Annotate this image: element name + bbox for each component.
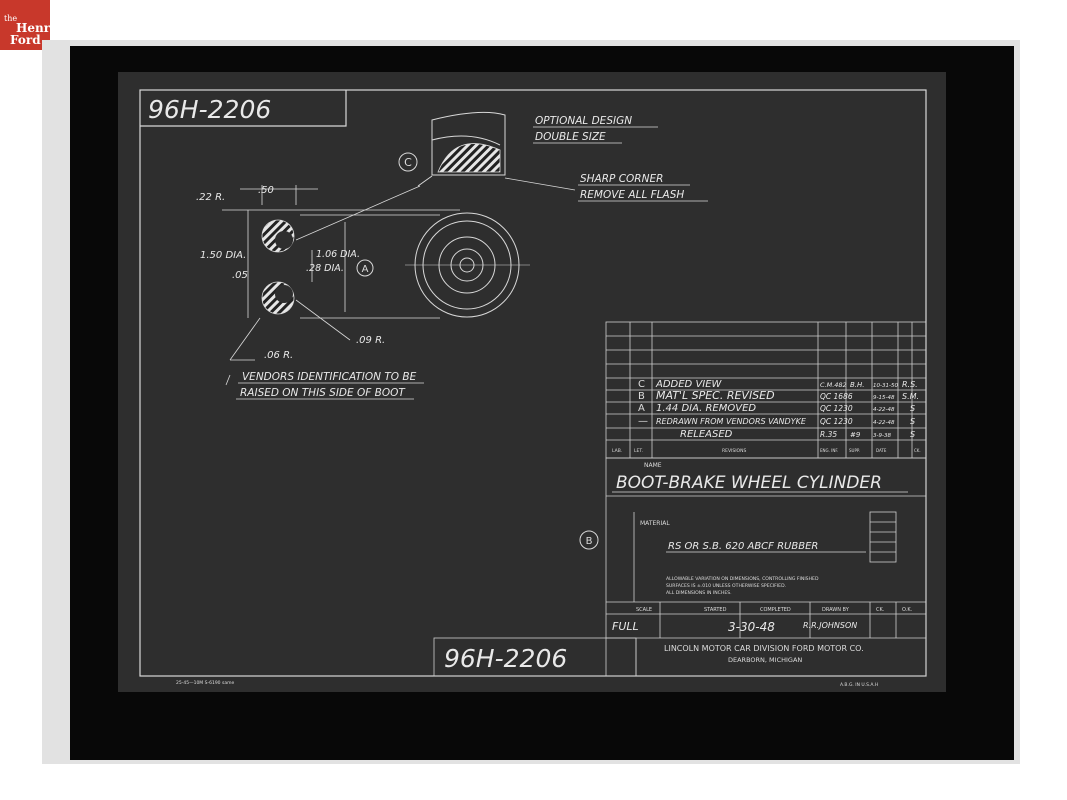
- note-sharp-line1: SHARP CORNER: [580, 173, 663, 185]
- rev-letter-0: C: [638, 379, 645, 390]
- hdr-ck: CK.: [914, 448, 921, 453]
- bottom-small-left: 25-45—10M S-6190 same: [176, 680, 234, 686]
- rev-by-0: R.S.: [902, 380, 918, 389]
- rev-init-4: #9: [850, 431, 861, 439]
- callout-c: C: [404, 156, 412, 169]
- callout-a: A: [362, 264, 369, 275]
- logo-the: the: [4, 14, 18, 23]
- company-line1: LINCOLN MOTOR CAR DIVISION FORD MOTOR CO…: [664, 644, 864, 653]
- started-label: STARTED: [704, 607, 727, 613]
- section-view: [222, 185, 460, 386]
- ck-label: CK.: [876, 607, 885, 613]
- dim-09r: .09 R.: [356, 335, 385, 346]
- dim-22r: .22 R.: [196, 192, 225, 203]
- rev-letter-3: —: [638, 416, 648, 427]
- rev-ref-4: R.35: [820, 430, 837, 439]
- drawing-number-top: 96H-2206: [148, 95, 271, 124]
- company-line2: DEARBORN, MICHIGAN: [728, 656, 802, 664]
- number-box-bottom: [433, 637, 637, 677]
- revision-table-grid: [605, 321, 927, 459]
- drawing-number-bottom: 96H-2206: [444, 644, 567, 673]
- title-block-grid: [605, 457, 927, 677]
- hdr-eng: ENG. INF.: [820, 448, 838, 453]
- completed-value: 3-30-48: [728, 620, 775, 634]
- bottom-small-right: A.B.G. IN U.S.A.H: [840, 682, 878, 688]
- logo-henry: Henry: [16, 21, 57, 35]
- note-optional-line1: OPTIONAL DESIGN: [535, 115, 632, 127]
- dim-50: .50: [258, 185, 274, 196]
- dim-28dia: .28 DIA.: [306, 263, 344, 274]
- rev-letter-1: B: [638, 391, 645, 402]
- revision-rows: C ADDED VIEW C.M.482 B.H. 10-31-50 R.S. …: [638, 379, 919, 440]
- material-label: MATERIAL: [640, 520, 670, 527]
- note-vendor-line2: RAISED ON THIS SIDE OF BOOT: [240, 387, 406, 399]
- end-view-circles: [405, 212, 530, 318]
- rev-text-2: 1.44 DIA. REMOVED: [656, 403, 756, 414]
- tolerance-line1: ALLOWABLE VARIATION ON DIMENSIONS, CONTR…: [666, 576, 819, 582]
- rev-text-3: REDRAWN FROM VENDORS VANDYKE: [656, 417, 807, 426]
- hdr-supp: SUPP.: [849, 448, 860, 453]
- detail-c-drawing: [417, 111, 576, 191]
- dim-150dia: 1.50 DIA.: [200, 250, 246, 261]
- drawn-label: DRAWN BY: [822, 607, 850, 613]
- rev-by-3: S: [910, 417, 915, 426]
- hdr-lab: LAB.: [612, 448, 622, 454]
- material-value: RS OR S.B. 620 ABCF RUBBER: [668, 541, 818, 552]
- rev-ref-3: QC 1230: [820, 417, 853, 426]
- rev-by-1: S.M.: [902, 392, 919, 401]
- rev-init-0: B.H.: [850, 381, 865, 389]
- callout-c-circle: [398, 152, 418, 172]
- rev-by-4: S: [910, 430, 915, 439]
- rev-ref-2: QC 1230: [820, 404, 853, 413]
- callout-a-circle: [356, 259, 374, 277]
- dim-05: .05: [232, 270, 248, 281]
- completed-label: COMPLETED: [760, 607, 791, 613]
- rev-date-0: 10-31-50: [873, 383, 898, 389]
- revision-headers: LAB. LET. REVISIONS ENG. INF. SUPP. DATE…: [612, 448, 921, 454]
- rev-letter-2: A: [638, 403, 645, 414]
- rev-date-2: 4-22-48: [873, 407, 895, 413]
- callout-b-circle: [579, 530, 599, 550]
- number-box-top: [140, 90, 347, 127]
- rev-date-3: 4-22-48: [873, 420, 895, 426]
- drawn-value: R.R.JOHNSON: [803, 621, 857, 630]
- name-label: NAME: [644, 462, 662, 469]
- rev-ref-1: QC 1686: [820, 392, 853, 401]
- hdr-date: DATE: [876, 448, 887, 453]
- callout-b: B: [586, 536, 593, 547]
- part-name: BOOT-BRAKE WHEEL CYLINDER: [616, 473, 882, 493]
- blueprint-sheet: [118, 72, 946, 692]
- dim-06r: .06 R.: [264, 350, 293, 361]
- logo-ford: Ford: [10, 33, 41, 47]
- hdr-revisions: REVISIONS: [722, 448, 746, 454]
- rev-text-4: RELEASED: [680, 429, 733, 440]
- rev-date-4: 3-9-38: [873, 433, 891, 439]
- rev-text-0: ADDED VIEW: [655, 379, 723, 390]
- note-optional-line2: DOUBLE SIZE: [535, 131, 606, 143]
- rev-ref-0: C.M.482: [820, 381, 847, 389]
- tolerance-line3: ALL DIMENSIONS IN INCHES.: [666, 590, 732, 596]
- hdr-let: LET.: [634, 448, 643, 454]
- rev-text-1: MAT'L SPEC. REVISED: [656, 389, 775, 402]
- note-sharp-line2: REMOVE ALL FLASH: [580, 189, 684, 201]
- henry-ford-logo: the Henry Ford: [0, 0, 57, 50]
- scale-value: FULL: [612, 620, 639, 633]
- scale-label: SCALE: [636, 607, 652, 613]
- tolerance-line2: SURFACES IS ±.010 UNLESS OTHERWISE SPECI…: [666, 583, 786, 589]
- rev-date-1: 9-15-48: [873, 395, 895, 401]
- rev-by-2: S: [910, 404, 915, 413]
- dim-106dia: 1.06 DIA.: [316, 249, 360, 260]
- note-vendor-line1: VENDORS IDENTIFICATION TO BE: [242, 371, 417, 383]
- ok-label: O.K.: [902, 607, 913, 613]
